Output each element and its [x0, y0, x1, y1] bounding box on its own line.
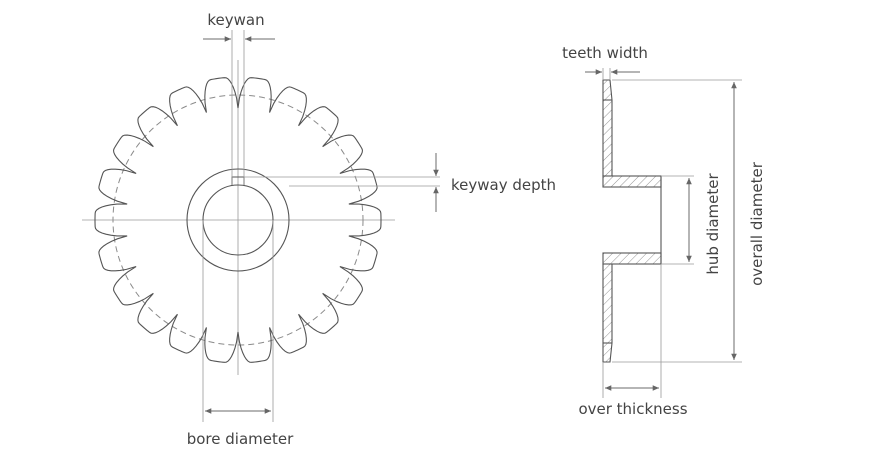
tooth-profile: [94, 77, 382, 363]
plate-lower-section: [602, 263, 613, 363]
keyway-label: keywan: [207, 11, 264, 29]
hub-upper-wall: [602, 175, 662, 188]
overall-diameter-label: overall diameter: [748, 161, 766, 286]
pitch-circle: [112, 94, 364, 346]
hub-circle: [186, 168, 290, 272]
front-view: keywan keyway depth bore diameter: [82, 11, 556, 448]
teeth-width-label: teeth width: [562, 44, 648, 62]
plate-upper-section: [602, 79, 613, 177]
hub-diameter-label: hub diameter: [704, 173, 722, 275]
keyway-depth-label: keyway depth: [451, 176, 556, 194]
side-view: teeth width hub diameter overall diamete…: [562, 44, 766, 418]
hub-lower-wall: [602, 252, 662, 265]
over-thickness-label: over thickness: [578, 400, 687, 418]
bore-diameter-label: bore diameter: [187, 430, 294, 448]
